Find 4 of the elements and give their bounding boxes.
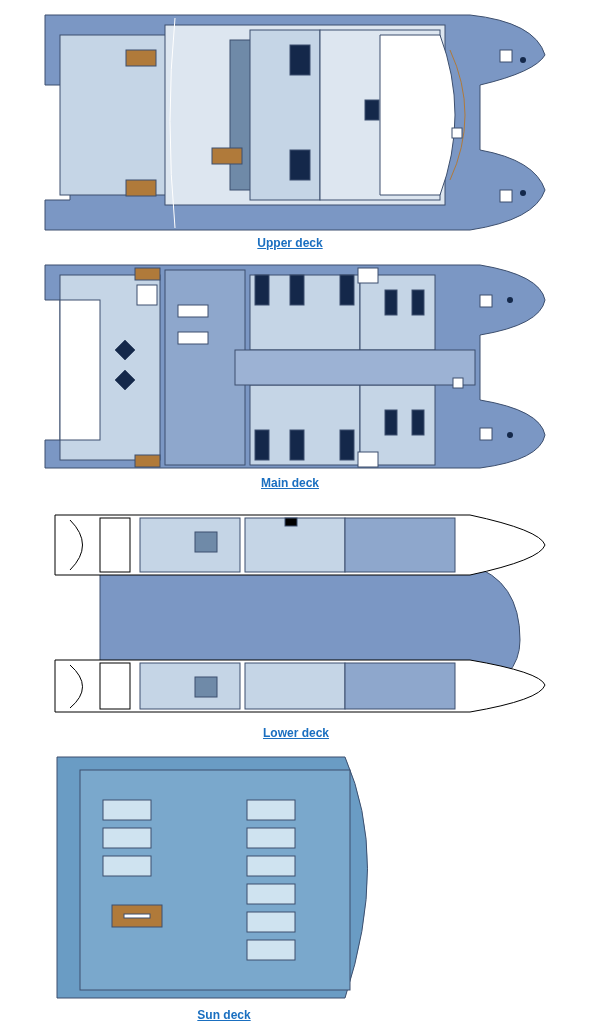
deck-link: Main deck	[261, 476, 319, 490]
deck-link: Sun deck	[197, 1008, 251, 1022]
deck-link: Lower deck	[263, 726, 329, 740]
deck-link: Upper deck	[257, 236, 323, 250]
